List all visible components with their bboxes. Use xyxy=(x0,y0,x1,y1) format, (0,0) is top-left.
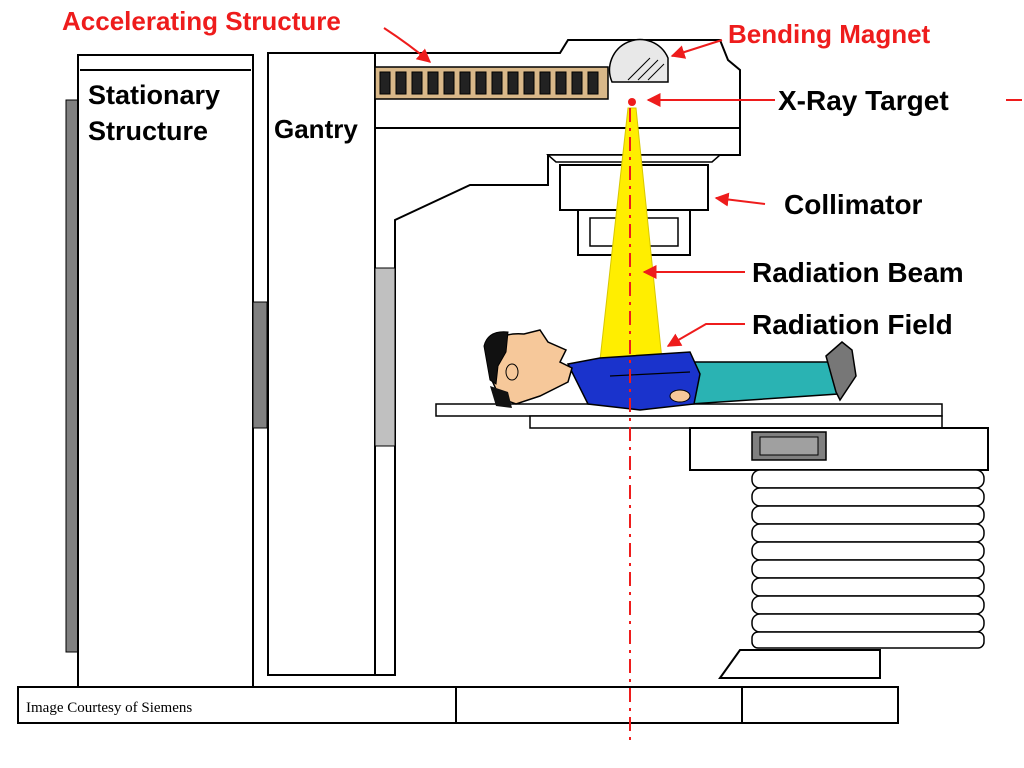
label-stationary-line2: Structure xyxy=(88,116,208,146)
label-radiation-beam: Radiation Beam xyxy=(752,257,964,288)
bending-magnet xyxy=(608,38,669,83)
base xyxy=(17,686,899,724)
stationary-structure xyxy=(65,54,268,688)
label-radiation-field: Radiation Field xyxy=(752,309,953,340)
accelerating-structure-waveguide xyxy=(374,66,609,100)
patient xyxy=(483,329,857,411)
label-collimator: Collimator xyxy=(784,189,923,220)
treatment-couch xyxy=(435,403,989,679)
label-pointers xyxy=(383,27,1022,347)
label-stationary-line1: Stationary xyxy=(88,80,220,110)
label-xray-target: X-Ray Target xyxy=(778,85,949,116)
label-accelerating-structure: Accelerating Structure xyxy=(62,6,341,36)
image-credit: Image Courtesy of Siemens xyxy=(26,700,192,716)
label-gantry: Gantry xyxy=(274,114,358,144)
xray-target-dot xyxy=(628,98,636,106)
label-bending-magnet: Bending Magnet xyxy=(728,19,931,49)
